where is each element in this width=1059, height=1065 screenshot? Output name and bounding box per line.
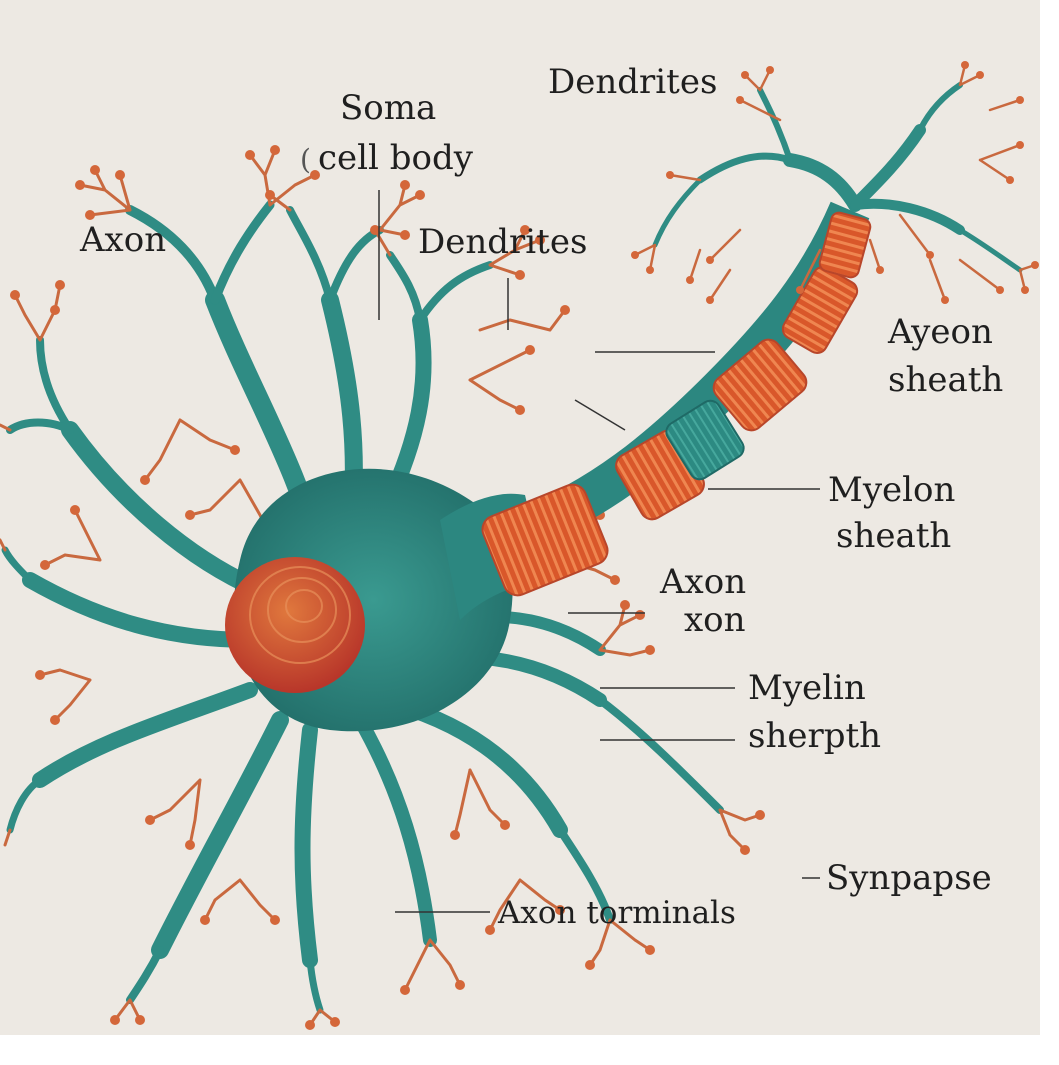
label-soma-paren: (	[300, 140, 311, 180]
label-axon-mid: Axon	[660, 562, 746, 602]
bottom-margin	[0, 1035, 1059, 1065]
label-myelin: Myelin	[748, 668, 866, 708]
label-axon-left: Axon	[80, 220, 166, 260]
label-myelin-sherpth: sherpth	[748, 716, 881, 756]
label-axon-mid-2: xon	[684, 600, 746, 640]
label-soma: Soma	[340, 88, 436, 128]
label-axon-terminals: Axon torminals	[498, 893, 736, 933]
nucleus	[225, 557, 365, 693]
label-synapse: Synpapse	[826, 858, 992, 898]
label-cell-body: cell body	[318, 138, 473, 178]
label-dendrites-top: Dendrites	[548, 62, 717, 102]
label-ayeon-sheath: sheath	[888, 360, 1003, 400]
label-myelon: Myelon	[828, 470, 955, 510]
label-ayeon: Ayeon	[888, 312, 993, 352]
label-myelon-sheath: sheath	[836, 516, 951, 556]
right-margin	[1040, 0, 1059, 1065]
label-dendrites-mid: Dendrites	[418, 222, 587, 262]
